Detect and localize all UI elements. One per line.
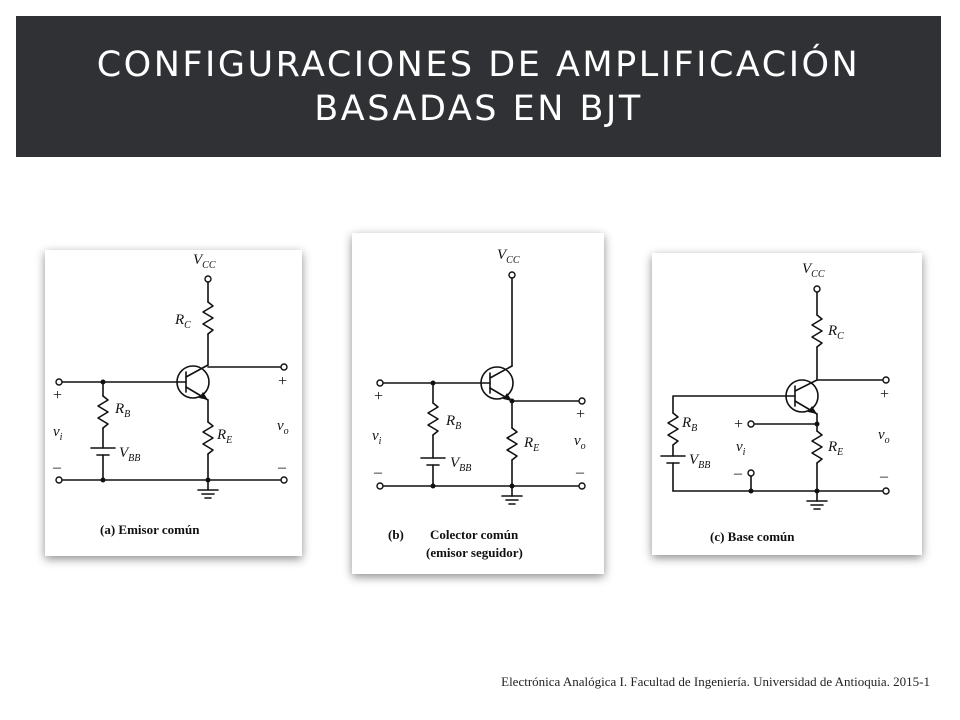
- rc-label: RC: [827, 323, 844, 342]
- vi-plus-sign: +: [734, 416, 743, 433]
- vo-plus-terminal: [882, 376, 890, 384]
- vcc-label: VCC: [193, 252, 216, 271]
- caption-a: (a) Emisor común: [100, 522, 200, 537]
- caption-b-line-2: (emisor seguidor): [426, 545, 523, 560]
- rb-resistor: [667, 412, 679, 446]
- vo-minus-sign: –: [879, 468, 889, 485]
- re-label: RE: [523, 435, 539, 454]
- common-emitter-schematic: VCC RC RB VBB: [52, 252, 289, 537]
- vi-minus-terminal: [55, 476, 63, 484]
- vo-plus-sign: +: [576, 406, 585, 423]
- vi-minus-sign: –: [733, 465, 743, 482]
- vi-plus-sign: +: [53, 387, 62, 404]
- vo-label: vo: [574, 433, 586, 452]
- npn-transistor: [480, 365, 514, 402]
- re-resistor: [811, 430, 823, 464]
- vcc-label: VCC: [802, 261, 825, 280]
- ground-symbol: [501, 485, 523, 505]
- common-collector-schematic: VCC RB VBB RE: [372, 247, 586, 560]
- vo-label: vo: [878, 427, 890, 446]
- vi-plus-sign: +: [374, 388, 383, 405]
- vbb-label: VBB: [119, 445, 140, 464]
- re-label: RE: [216, 427, 232, 446]
- vi-plus-terminal: [376, 379, 384, 387]
- rb-label: RB: [114, 401, 130, 420]
- vcc-label: VCC: [497, 247, 520, 266]
- vi-minus-terminal: [747, 469, 755, 477]
- slide-title-line-1: CONFIGURACIONES DE AMPLIFICACIÓN: [96, 44, 861, 85]
- circuit-card-common-base: VCC RC RB VBB RE: [652, 253, 922, 555]
- caption-c: (c) Base común: [710, 529, 795, 544]
- vi-plus-terminal: [747, 420, 755, 428]
- vi-minus-sign: –: [52, 459, 62, 476]
- rc-resistor: [811, 314, 823, 348]
- circuit-card-common-emitter: VCC RC RB VBB: [45, 250, 302, 556]
- vcc-terminal: [813, 285, 821, 293]
- circuit-card-common-collector: VCC RB VBB RE: [352, 233, 604, 574]
- vcc-terminal: [204, 275, 212, 283]
- rb-resistor: [97, 395, 109, 429]
- vi-label: vi: [53, 424, 63, 443]
- vbb-battery: [660, 455, 686, 464]
- rb-label: RB: [445, 413, 461, 432]
- rb-label: RB: [681, 415, 697, 434]
- ground-symbol: [806, 490, 828, 510]
- caption-b-line-1: Colector común: [430, 527, 519, 542]
- re-label: RE: [827, 439, 843, 458]
- common-base-schematic: VCC RC RB VBB RE: [660, 261, 890, 544]
- vbb-battery: [90, 447, 116, 456]
- vbb-label: VBB: [689, 452, 710, 471]
- vbb-label: VBB: [450, 455, 471, 474]
- vo-minus-sign: –: [575, 464, 585, 481]
- vi-minus-terminal: [376, 482, 384, 490]
- vo-plus-sign: +: [278, 373, 287, 390]
- slide-footer: Electrónica Analógica I. Facultad de Ing…: [501, 674, 930, 689]
- vbb-battery: [420, 457, 446, 466]
- npn-transistor: [785, 379, 819, 415]
- vcc-terminal: [508, 271, 516, 279]
- rc-resistor: [202, 301, 214, 335]
- ground-symbol: [197, 479, 219, 499]
- vo-minus-sign: –: [277, 459, 287, 476]
- title-bar: CONFIGURACIONES DE AMPLIFICACIÓN BASADAS…: [16, 16, 941, 157]
- vo-plus-terminal: [578, 397, 586, 405]
- rc-label: RC: [174, 312, 191, 331]
- vi-minus-sign: –: [373, 464, 383, 481]
- vo-minus-terminal: [578, 482, 586, 490]
- vo-minus-terminal: [882, 487, 890, 495]
- vo-plus-sign: +: [880, 386, 889, 403]
- re-resistor: [202, 421, 214, 455]
- re-resistor: [506, 427, 518, 461]
- vi-plus-terminal: [55, 378, 63, 386]
- vo-minus-terminal: [280, 476, 288, 484]
- vo-label: vo: [277, 418, 289, 437]
- vi-label: vi: [372, 428, 382, 447]
- rb-resistor: [427, 402, 439, 436]
- slide-title-line-2: BASADAS EN BJT: [314, 88, 643, 129]
- vo-plus-terminal: [280, 363, 288, 371]
- vi-label: vi: [736, 439, 746, 458]
- caption-b-tag: (b): [388, 527, 404, 542]
